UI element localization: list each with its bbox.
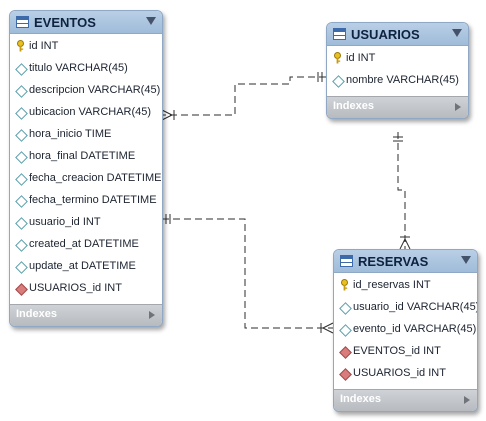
field-row[interactable]: fecha_creacion DATETIME — [10, 168, 162, 190]
field-row[interactable]: nombre VARCHAR(45) — [327, 70, 468, 92]
field-label: usuario_id INT — [29, 216, 101, 228]
field-label: created_at DATETIME — [29, 238, 139, 250]
column-diamond-icon — [15, 107, 28, 120]
field-label: hora_inicio TIME — [29, 128, 112, 140]
collapse-arrow-icon[interactable] — [146, 17, 156, 25]
table-header[interactable]: USUARIOS — [327, 23, 468, 46]
indexes-label: Indexes — [333, 100, 374, 112]
expand-arrow-icon[interactable] — [464, 396, 470, 404]
field-row[interactable]: update_at DATETIME — [10, 256, 162, 278]
relationship-usuarios-reservas — [397, 132, 406, 249]
field-row[interactable]: USUARIOS_id INT — [10, 278, 162, 300]
column-diamond-icon — [15, 261, 28, 274]
field-row[interactable]: usuario_id VARCHAR(45) — [334, 297, 477, 319]
column-diamond-icon — [339, 302, 352, 315]
field-label: USUARIOS_id INT — [29, 282, 122, 294]
relationship-eventos-reservas — [162, 218, 333, 329]
collapse-arrow-icon[interactable] — [452, 29, 462, 37]
column-diamond-icon — [15, 63, 28, 76]
field-label: usuario_id VARCHAR(45) — [353, 301, 478, 313]
indexes-label: Indexes — [16, 308, 57, 320]
column-diamond-icon — [15, 151, 28, 164]
indexes-section[interactable]: Indexes — [327, 96, 468, 118]
field-row[interactable]: EVENTOS_id INT — [334, 341, 477, 363]
field-label: fecha_creacion DATETIME — [29, 172, 162, 184]
field-label: evento_id VARCHAR(45) — [353, 323, 477, 335]
table-header[interactable]: RESERVAS — [334, 250, 477, 273]
field-list: id INT titulo VARCHAR(45) descripcion VARC… — [10, 34, 162, 304]
field-row[interactable]: usuario_id INT — [10, 212, 162, 234]
field-row[interactable]: id INT — [327, 48, 468, 70]
table-usuarios[interactable]: USUARIOS id INT nombre VARCHAR(45) Indexe… — [326, 22, 469, 119]
field-row[interactable]: USUARIOS_id INT — [334, 363, 477, 385]
table-name: EVENTOS — [34, 15, 96, 30]
table-name: RESERVAS — [358, 254, 429, 269]
field-label: nombre VARCHAR(45) — [346, 74, 459, 86]
field-label: id INT — [346, 52, 376, 64]
table-eventos[interactable]: EVENTOS id INT titulo VARCHAR(45) descripc… — [9, 10, 163, 327]
foreign-key-icon — [339, 346, 352, 359]
field-label: hora_final DATETIME — [29, 150, 136, 162]
indexes-section[interactable]: Indexes — [10, 304, 162, 326]
field-row[interactable]: hora_final DATETIME — [10, 146, 162, 168]
field-list: id_reservas INT usuario_id VARCHAR(45) eve… — [334, 273, 477, 389]
primary-key-icon — [333, 52, 343, 64]
field-row[interactable]: ubicacion VARCHAR(45) — [10, 102, 162, 124]
column-diamond-icon — [15, 129, 28, 142]
field-row[interactable]: id INT — [10, 36, 162, 58]
field-label: titulo VARCHAR(45) — [29, 62, 128, 74]
field-label: fecha_termino DATETIME — [29, 194, 157, 206]
foreign-key-icon — [339, 368, 352, 381]
primary-key-icon — [340, 279, 350, 291]
field-label: id INT — [29, 40, 59, 52]
indexes-label: Indexes — [340, 393, 381, 405]
field-label: id_reservas INT — [353, 279, 431, 291]
field-label: update_at DATETIME — [29, 260, 136, 272]
table-icon — [333, 28, 346, 40]
field-row[interactable]: titulo VARCHAR(45) — [10, 58, 162, 80]
column-diamond-icon — [332, 75, 345, 88]
expand-arrow-icon[interactable] — [455, 103, 461, 111]
field-label: descripcion VARCHAR(45) — [29, 84, 161, 96]
foreign-key-icon — [15, 283, 28, 296]
field-row[interactable]: evento_id VARCHAR(45) — [334, 319, 477, 341]
field-label: USUARIOS_id INT — [353, 367, 446, 379]
indexes-section[interactable]: Indexes — [334, 389, 477, 411]
primary-key-icon — [16, 40, 26, 52]
table-name: USUARIOS — [351, 27, 420, 42]
field-row[interactable]: hora_inicio TIME — [10, 124, 162, 146]
field-row[interactable]: id_reservas INT — [334, 275, 477, 297]
table-icon — [16, 16, 29, 28]
column-diamond-icon — [15, 239, 28, 252]
collapse-arrow-icon[interactable] — [461, 256, 471, 264]
table-header[interactable]: EVENTOS — [10, 11, 162, 34]
table-icon — [340, 255, 353, 267]
field-row[interactable]: fecha_termino DATETIME — [10, 190, 162, 212]
column-diamond-icon — [339, 324, 352, 337]
column-diamond-icon — [15, 85, 28, 98]
column-diamond-icon — [15, 173, 28, 186]
field-row[interactable]: descripcion VARCHAR(45) — [10, 80, 162, 102]
expand-arrow-icon[interactable] — [149, 311, 155, 319]
field-label: EVENTOS_id INT — [353, 345, 441, 357]
column-diamond-icon — [15, 195, 28, 208]
field-label: ubicacion VARCHAR(45) — [29, 106, 152, 118]
table-reservas[interactable]: RESERVAS id_reservas INT usuario_id VARCH… — [333, 249, 478, 412]
relationship-usuarios-eventos — [162, 76, 326, 116]
field-list: id INT nombre VARCHAR(45) — [327, 46, 468, 96]
field-row[interactable]: created_at DATETIME — [10, 234, 162, 256]
column-diamond-icon — [15, 217, 28, 230]
